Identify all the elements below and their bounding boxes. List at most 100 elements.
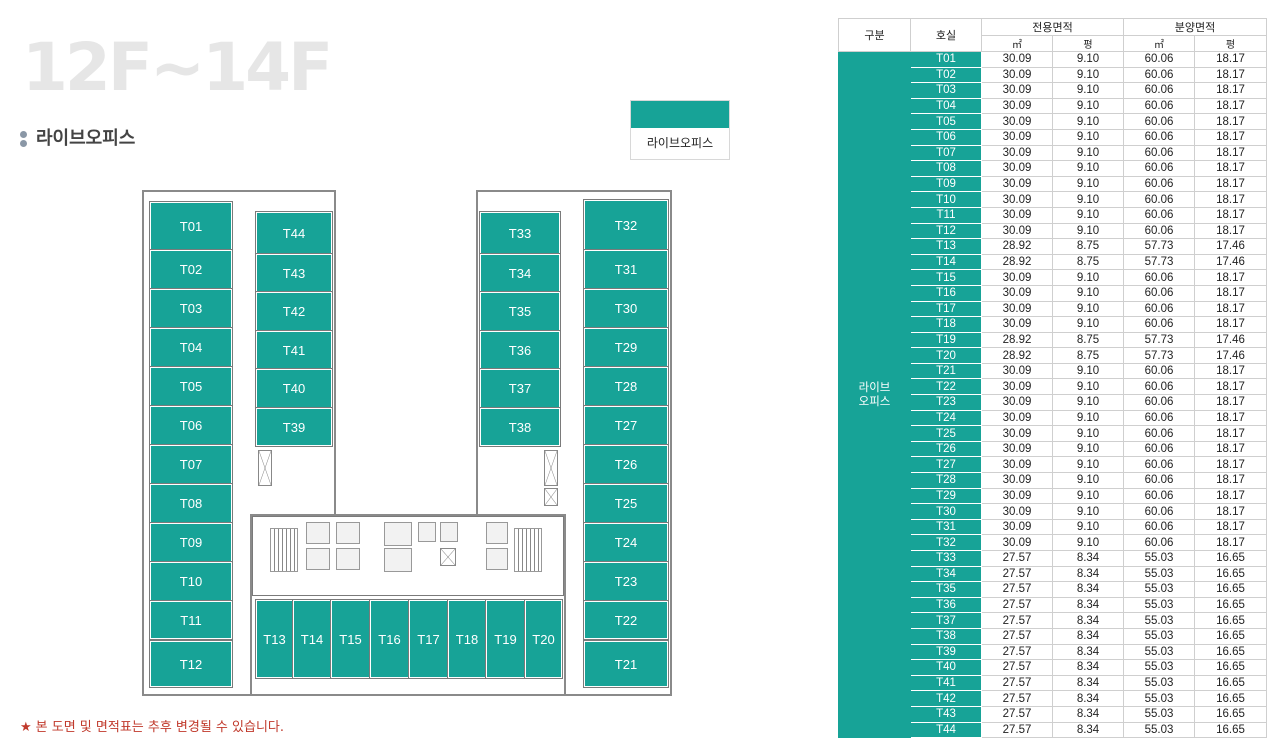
sale-pyeong-cell: 18.17 bbox=[1194, 300, 1268, 318]
unit-T31[interactable]: T31 bbox=[583, 249, 669, 290]
room-cell: T07 bbox=[910, 144, 982, 162]
room-cell: T36 bbox=[910, 596, 982, 614]
shaft-east-2 bbox=[544, 488, 558, 506]
sale-pyeong-cell: 18.17 bbox=[1194, 97, 1268, 115]
exclusive-sqm-cell: 30.09 bbox=[981, 362, 1053, 380]
unit-T39[interactable]: T39 bbox=[255, 407, 333, 447]
shaft-west bbox=[258, 450, 272, 486]
sale-sqm-cell: 60.06 bbox=[1123, 440, 1196, 458]
exclusive-pyeong-cell: 9.10 bbox=[1051, 175, 1125, 193]
unit-T02[interactable]: T02 bbox=[149, 249, 233, 290]
unit-T29[interactable]: T29 bbox=[583, 327, 669, 368]
unit-T41[interactable]: T41 bbox=[255, 330, 333, 370]
sale-sqm-cell: 55.03 bbox=[1123, 721, 1196, 739]
unit-T35[interactable]: T35 bbox=[479, 291, 561, 332]
unit-T43[interactable]: T43 bbox=[255, 253, 333, 293]
sale-pyeong-cell: 16.65 bbox=[1194, 643, 1268, 661]
sale-pyeong-cell: 18.17 bbox=[1194, 51, 1268, 68]
unit-T40[interactable]: T40 bbox=[255, 368, 333, 409]
unit-T06[interactable]: T06 bbox=[149, 405, 233, 446]
unit-T19[interactable]: T19 bbox=[485, 599, 526, 679]
unit-T15[interactable]: T15 bbox=[330, 599, 371, 679]
header-room: 호실 bbox=[910, 18, 982, 52]
room-cell: T40 bbox=[910, 659, 982, 676]
room-cell: T27 bbox=[910, 456, 982, 474]
unit-T24[interactable]: T24 bbox=[583, 522, 669, 563]
unit-T11[interactable]: T11 bbox=[149, 600, 233, 640]
unit-T25[interactable]: T25 bbox=[583, 483, 669, 524]
unit-T30[interactable]: T30 bbox=[583, 288, 669, 329]
sale-sqm-cell: 60.06 bbox=[1123, 518, 1196, 536]
exclusive-sqm-cell: 30.09 bbox=[981, 222, 1053, 240]
unit-T20[interactable]: T20 bbox=[524, 599, 563, 679]
unit-T26[interactable]: T26 bbox=[583, 444, 669, 485]
exclusive-pyeong-cell: 8.34 bbox=[1051, 690, 1125, 707]
unit-T37[interactable]: T37 bbox=[479, 368, 561, 409]
room-cell: T18 bbox=[910, 316, 982, 333]
exclusive-sqm-cell: 30.09 bbox=[981, 534, 1053, 551]
exclusive-sqm-cell: 30.09 bbox=[981, 300, 1053, 318]
unit-T28[interactable]: T28 bbox=[583, 366, 669, 407]
unit-T08[interactable]: T08 bbox=[149, 483, 233, 524]
unit-T14[interactable]: T14 bbox=[292, 599, 332, 679]
unit-T34[interactable]: T34 bbox=[479, 253, 561, 293]
unit-T07[interactable]: T07 bbox=[149, 444, 233, 485]
sale-sqm-cell: 60.06 bbox=[1123, 51, 1196, 68]
unit-T09[interactable]: T09 bbox=[149, 522, 233, 563]
unit-T23[interactable]: T23 bbox=[583, 561, 669, 602]
unit-T18[interactable]: T18 bbox=[447, 599, 487, 679]
exclusive-pyeong-cell: 9.10 bbox=[1051, 284, 1125, 302]
unit-T44[interactable]: T44 bbox=[255, 211, 333, 255]
sale-sqm-cell: 55.03 bbox=[1123, 565, 1196, 583]
sale-pyeong-cell: 18.17 bbox=[1194, 456, 1268, 474]
unit-T12[interactable]: T12 bbox=[149, 640, 233, 688]
exclusive-sqm-cell: 30.09 bbox=[981, 472, 1053, 489]
sale-pyeong-cell: 16.65 bbox=[1194, 690, 1268, 707]
unit-T32[interactable]: T32 bbox=[583, 199, 669, 251]
unit-T36[interactable]: T36 bbox=[479, 330, 561, 370]
bullet-dots-icon bbox=[20, 129, 28, 149]
unit-T38[interactable]: T38 bbox=[479, 407, 561, 447]
sale-sqm-cell: 55.03 bbox=[1123, 705, 1196, 723]
unit-T27[interactable]: T27 bbox=[583, 405, 669, 446]
unit-T03[interactable]: T03 bbox=[149, 288, 233, 329]
exclusive-pyeong-cell: 9.10 bbox=[1051, 472, 1125, 489]
unit-T16[interactable]: T16 bbox=[369, 599, 410, 679]
exclusive-pyeong-cell: 9.10 bbox=[1051, 316, 1125, 333]
sale-sqm-cell: 60.06 bbox=[1123, 82, 1196, 99]
unit-T05[interactable]: T05 bbox=[149, 366, 233, 407]
unit-T04[interactable]: T04 bbox=[149, 327, 233, 368]
sale-sqm-cell: 60.06 bbox=[1123, 316, 1196, 333]
sale-pyeong-cell: 17.46 bbox=[1194, 238, 1268, 255]
unit-T01[interactable]: T01 bbox=[149, 201, 233, 251]
exclusive-sqm-cell: 30.09 bbox=[981, 487, 1053, 505]
unit-T13[interactable]: T13 bbox=[255, 599, 294, 679]
exclusive-pyeong-cell: 9.10 bbox=[1051, 534, 1125, 551]
room-cell: T06 bbox=[910, 128, 982, 146]
unit-T10[interactable]: T10 bbox=[149, 561, 233, 602]
sale-sqm-cell: 55.03 bbox=[1123, 581, 1196, 598]
sale-pyeong-cell: 16.65 bbox=[1194, 627, 1268, 645]
room-cell: T20 bbox=[910, 347, 982, 364]
room-cell: T03 bbox=[910, 82, 982, 99]
unit-T21[interactable]: T21 bbox=[583, 640, 669, 688]
unit-T42[interactable]: T42 bbox=[255, 291, 333, 332]
exclusive-sqm-cell: 30.09 bbox=[981, 440, 1053, 458]
unit-T17[interactable]: T17 bbox=[408, 599, 449, 679]
floor-title: 12F~14F bbox=[22, 29, 333, 106]
unit-T33[interactable]: T33 bbox=[479, 211, 561, 255]
room-cell: T30 bbox=[910, 503, 982, 520]
unit-T22[interactable]: T22 bbox=[583, 600, 669, 640]
elevator-7 bbox=[486, 522, 508, 544]
sale-sqm-cell: 60.06 bbox=[1123, 222, 1196, 240]
